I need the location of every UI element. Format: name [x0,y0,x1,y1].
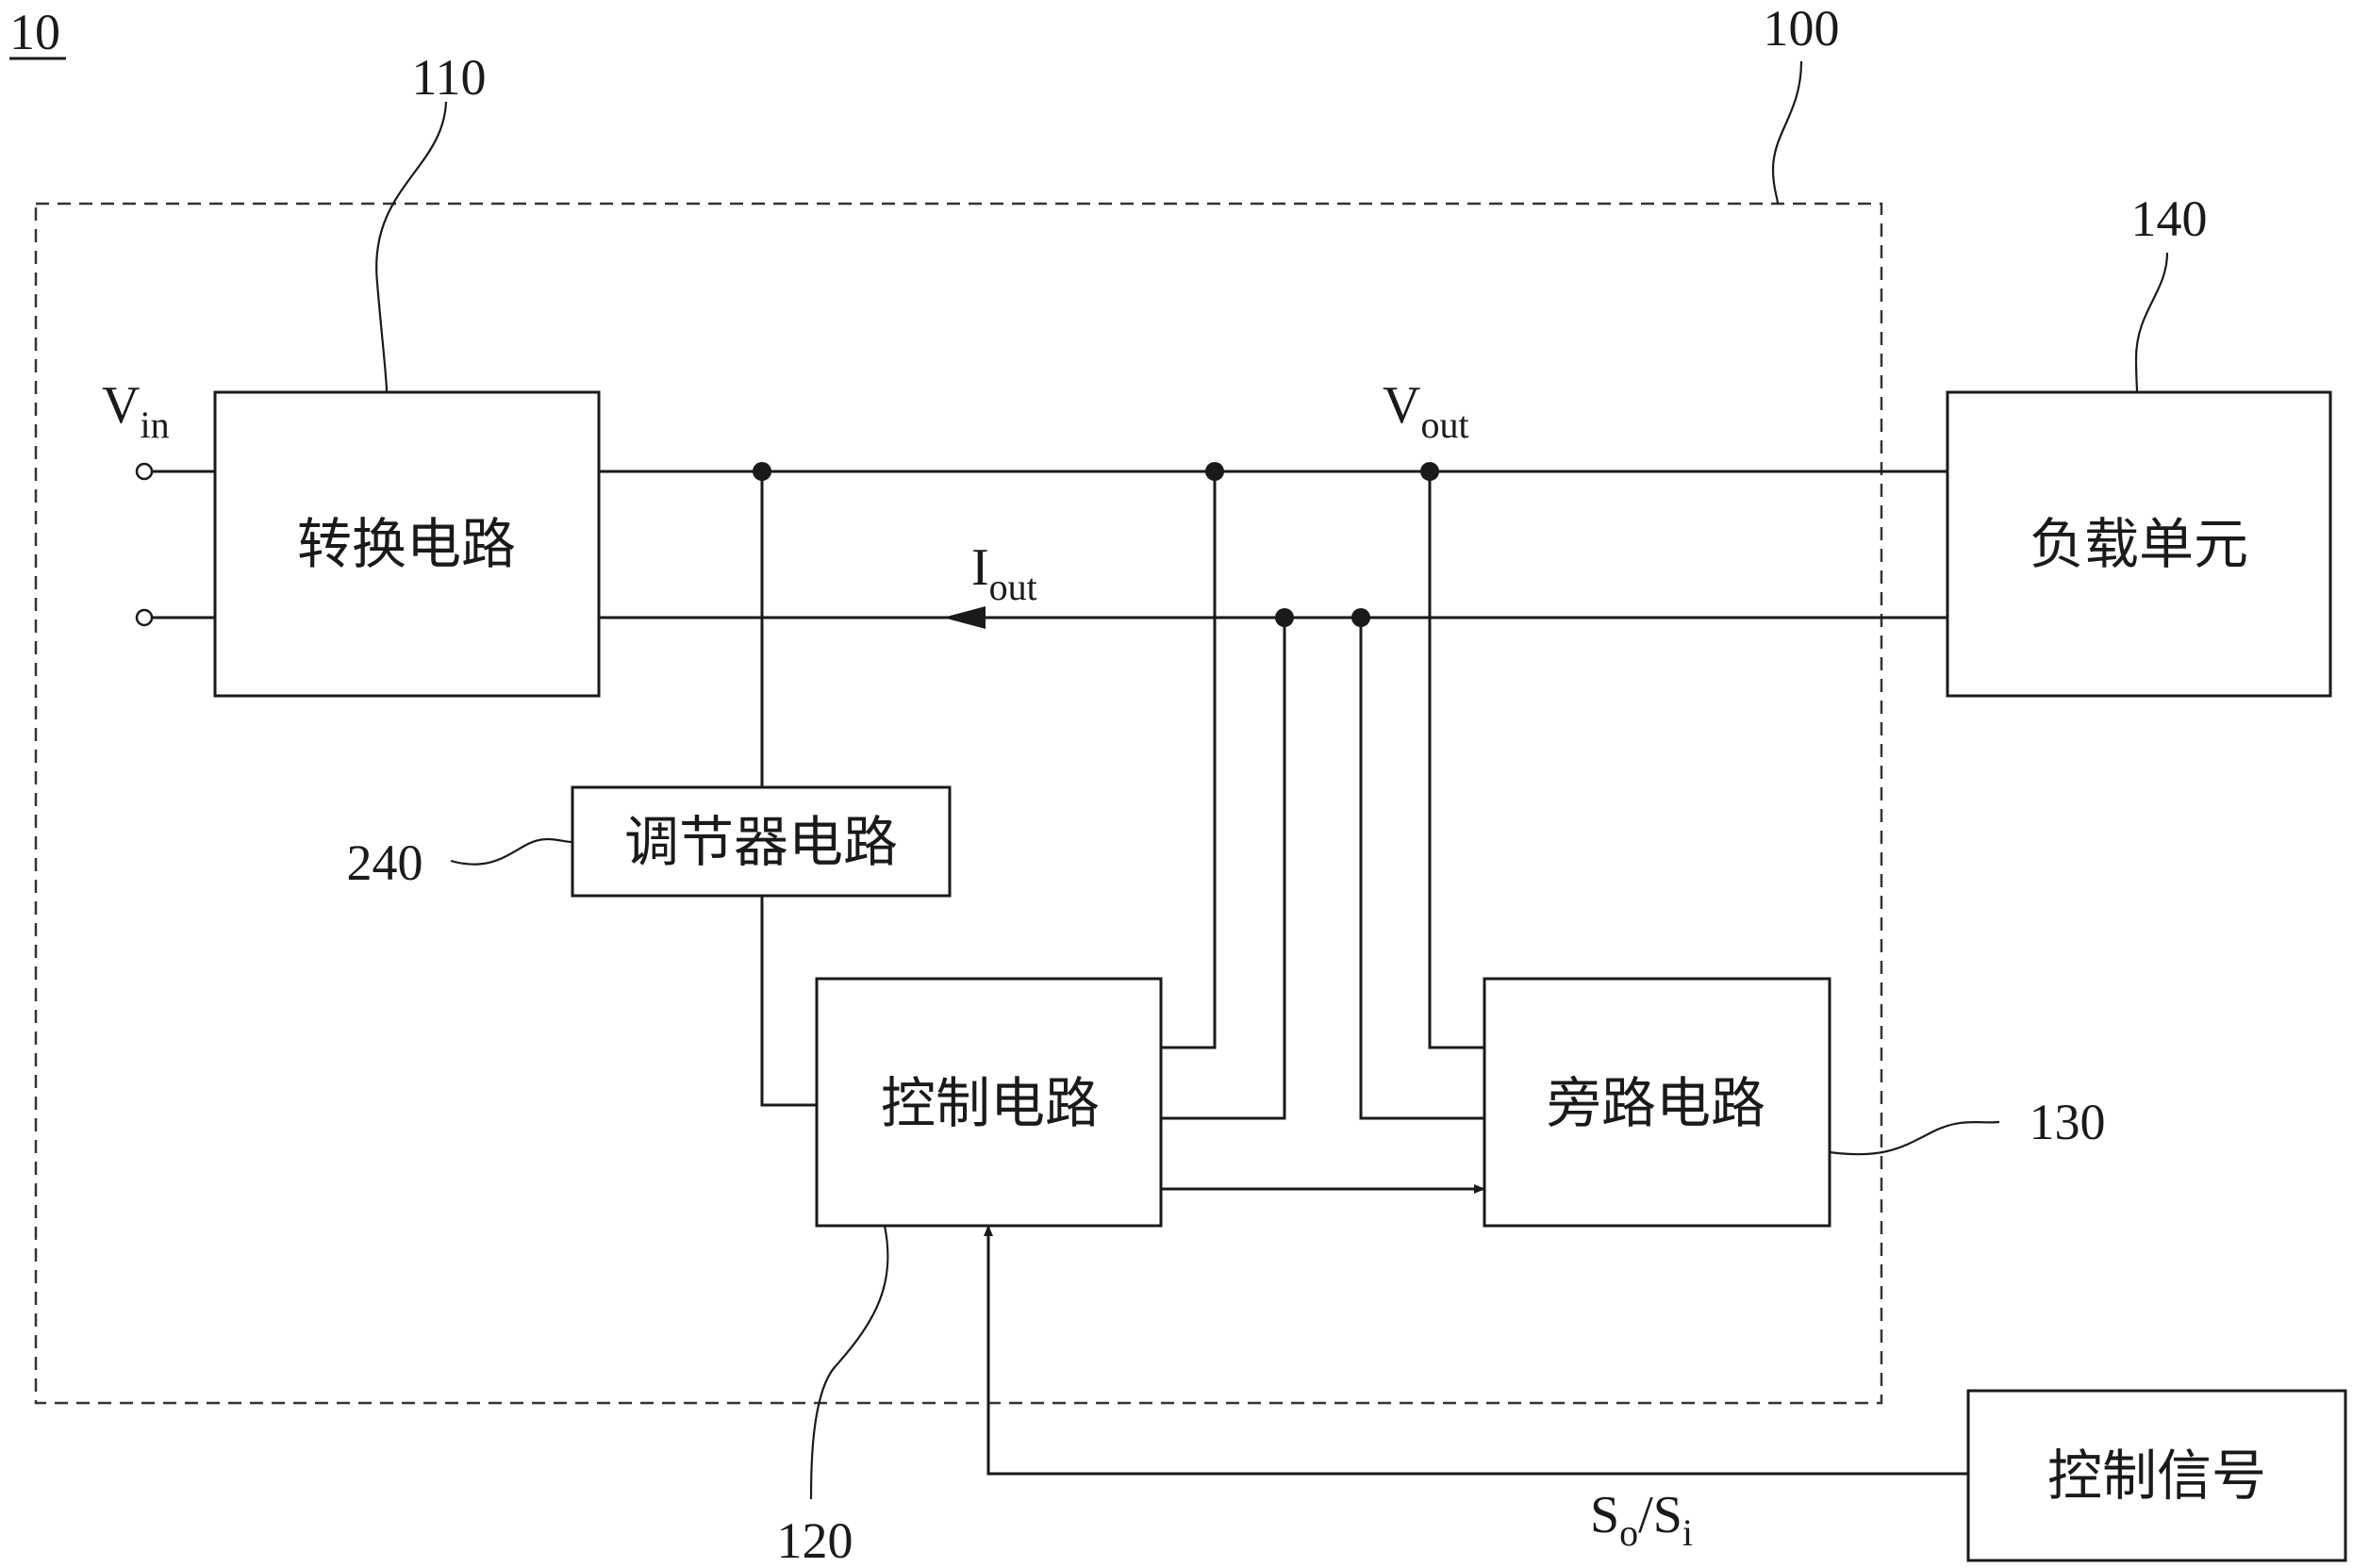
control-signal-label: 控制信号 [2047,1444,2266,1508]
vin-label: Vin [102,376,170,446]
vout-sub: out [1420,404,1468,446]
iout-label: Iout [971,538,1037,608]
leader-100 [1771,60,1803,205]
iout-main: I [971,538,989,597]
vin-sub: in [140,404,169,446]
so-main: S [1590,1486,1619,1544]
si-main: S [1653,1486,1682,1544]
wire-iout-to-bypass [1359,618,1484,1120]
iout-sub: out [989,566,1037,608]
ref-130: 130 [2030,1094,2106,1150]
ref-100: 100 [1764,0,1840,57]
wire-iout-to-control [1161,618,1286,1120]
wire-control-signal-to-control [984,1225,1968,1476]
ref-240: 240 [347,834,423,891]
control-block [815,977,1163,1228]
wire-regulator-to-control [760,896,817,1107]
ref-140: 140 [2131,190,2208,247]
load-label: 负载单元 [2030,512,2248,576]
converter-block [213,390,601,698]
vin-lower-terminal [135,608,154,627]
so-sub: o [1619,1511,1638,1554]
leader-110 [375,101,448,393]
vout-label: Vout [1383,376,1469,446]
leader-140 [2134,252,2169,393]
converter-label: 转换电路 [297,512,516,576]
regulator-label: 调节器电路 [624,810,898,874]
leader-130 [1829,1120,2000,1156]
bypass-label: 旁路电路 [1547,1071,1765,1135]
vin-main: V [102,376,140,435]
iout-arrow [943,606,986,629]
leader-120 [809,1225,889,1500]
bypass-block [1483,977,1831,1228]
wire-vout-to-bypass [1428,471,1484,1049]
figure-number: 10 [9,4,60,60]
vout-main: V [1383,376,1420,435]
module-boundary [34,202,1883,1405]
control-label: 控制电路 [881,1071,1100,1135]
vin-upper-terminal [135,462,154,481]
ref-110: 110 [412,49,487,106]
so-si-label: So/Si [1590,1486,1693,1554]
leader-240 [450,837,573,866]
wire-vout-to-control [1161,471,1217,1049]
si-sub: i [1682,1511,1693,1554]
load-block [1946,390,2332,698]
control-signal-block [1966,1389,2347,1562]
ref-120: 120 [777,1512,853,1568]
so-si-separator: / [1638,1486,1653,1544]
